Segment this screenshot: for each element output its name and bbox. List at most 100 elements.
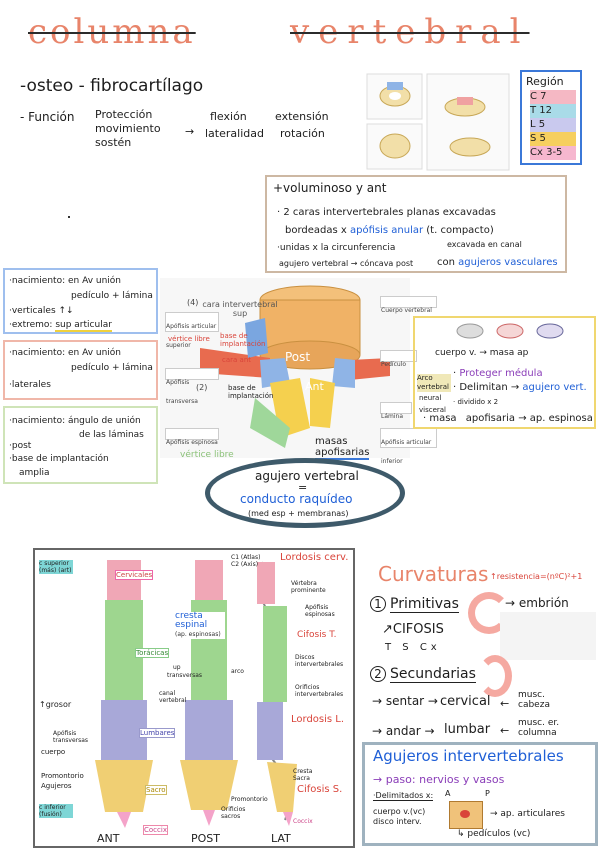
label-apof-sup: Apófisis articular superior bbox=[165, 312, 219, 349]
note-sup-l1: ·nacimiento: en Av unión bbox=[9, 276, 122, 286]
cifosis-toracica: Cifosis T. bbox=[297, 630, 337, 640]
curve-c-icon bbox=[468, 592, 510, 634]
label-masas-apofisarias: masas apofisarias bbox=[315, 436, 370, 460]
mov-flexion: flexión bbox=[210, 110, 247, 123]
ink-dot bbox=[68, 216, 70, 218]
arrow-icon: → bbox=[185, 125, 195, 138]
c-inferior-note: c inferior (fusión) bbox=[39, 804, 73, 818]
embrion-label: → embrión bbox=[505, 596, 569, 610]
agujero-sketch bbox=[449, 801, 483, 829]
conducto-raquideo: conducto raquídeo bbox=[240, 492, 353, 506]
note-esp-l1: ·nacimiento: ángulo de unión bbox=[9, 416, 141, 426]
view-lat: LAT bbox=[271, 832, 291, 845]
label-orificios-sacros: Orificios sacros bbox=[221, 806, 246, 820]
agujeros-disco: disco interv. bbox=[373, 817, 422, 826]
arco-vertebral-box: cuerpo v. → masa ap Arco vertebral neura… bbox=[413, 316, 596, 429]
label-post: Post bbox=[285, 350, 311, 364]
cuerpo-line-4b: con agujeros vasculares bbox=[437, 257, 558, 268]
region-toracica: T 12 bbox=[530, 104, 576, 118]
grosor-note: ↑grosor bbox=[39, 700, 72, 709]
cervical-label: cervical bbox=[440, 694, 491, 709]
arco-masa: · masa apofisaria → ap. espinosa bbox=[423, 413, 593, 424]
lordosis-lumbar: Lordosis L. bbox=[291, 714, 345, 725]
label-axis: C2 (Axis) bbox=[231, 561, 259, 568]
vertebra-icons bbox=[455, 320, 575, 346]
cuerpo-line-3: ·unidas x la circunferencia bbox=[277, 243, 396, 253]
agujero-vertebral: agujero vertebral bbox=[255, 469, 359, 483]
cuerpo-line-1: · 2 caras intervertebrales planas excava… bbox=[277, 207, 496, 218]
region-cervical: C 7 bbox=[530, 90, 576, 104]
agujeros-paso: → paso: nervios y vasos bbox=[373, 773, 505, 786]
musc-columna-label: musc. er. columna bbox=[518, 718, 560, 738]
note-apofisis-superior: ·nacimiento: en Av unión pedículo + lámi… bbox=[3, 268, 158, 334]
andar-label: → andar → bbox=[372, 724, 435, 738]
label-vertebra-prominente: Vértebra prominente bbox=[291, 580, 326, 594]
label-apof-transversa: Apófisis transversa bbox=[165, 368, 219, 405]
arco-cuerpo-masa: cuerpo v. → masa ap bbox=[435, 348, 529, 358]
region-label-toracicas: Torácicas bbox=[135, 648, 170, 658]
label-discos: Discos intervertebrales bbox=[295, 654, 344, 668]
label-apof-inferior: Apófisis articular inferior bbox=[380, 428, 437, 465]
cuerpo-title: +voluminoso y ant bbox=[273, 181, 387, 195]
cuerpo-line-2: bordeadas x apófisis anular (t. compacto… bbox=[285, 225, 494, 236]
primitivas-label: Primitivas bbox=[390, 596, 459, 613]
label-cara-ant: cara ant bbox=[222, 356, 252, 364]
title-word-2: vertebral bbox=[290, 12, 530, 52]
note-esp-l3: ·post bbox=[9, 441, 32, 451]
region-lumbar: L 5 bbox=[530, 118, 576, 132]
curvaturas-title: Curvaturas bbox=[378, 562, 489, 586]
mov-rotacion: rotación bbox=[280, 127, 325, 140]
arco-visceral: visceral bbox=[419, 406, 447, 414]
note-sup-l4: ·extremo: sup articular bbox=[9, 320, 112, 332]
region-label-lumbares: Lumbares bbox=[139, 728, 176, 738]
label-vertice-libre-2: vértice libre bbox=[180, 450, 234, 460]
label-atlas: C1 (Atlas) bbox=[231, 554, 261, 561]
agujeros-a: A bbox=[445, 789, 451, 798]
region-label-coccix: Coccix bbox=[143, 825, 168, 835]
label-transversas: transversas bbox=[167, 672, 203, 679]
funcion-item: movimiento bbox=[95, 122, 161, 135]
arrow-left-2: ← bbox=[500, 724, 510, 737]
label-apof-espinosas-lat: Apófisis espinosas bbox=[305, 604, 335, 618]
cifosis-label: ↗CIFOSIS bbox=[382, 622, 444, 637]
agujero-dot-icon bbox=[460, 810, 470, 818]
label-n2: (2) bbox=[196, 383, 208, 392]
conducto-sub: (med esp + membranas) bbox=[248, 509, 349, 518]
region-legend: Región C 7 T 12 L 5 S 5 Cx 3-5 bbox=[520, 70, 582, 165]
sentar-label: → sentar → bbox=[372, 694, 438, 708]
label-pediculo: Pedículo bbox=[380, 350, 417, 368]
title-word-1: columna bbox=[28, 12, 196, 52]
mov-extension: extensión bbox=[275, 110, 329, 123]
note-apofisis-transversa: ·nacimiento: en Av unión pedículo + lámi… bbox=[3, 340, 158, 400]
num-2: 2 bbox=[370, 666, 386, 682]
spine-figure: Cervicales Torácicas Lumbares Sacro Cocc… bbox=[33, 548, 355, 848]
funcion-item: sostén bbox=[95, 136, 132, 149]
label-base-implantacion: base de implantación bbox=[228, 384, 274, 400]
cifosis-sacra: Cifosis S. bbox=[297, 784, 343, 795]
funcion-item: Protección bbox=[95, 108, 153, 121]
label-base-implantacion-top: base de implantación bbox=[220, 332, 266, 348]
label-coccix-lat: Coccix bbox=[293, 818, 313, 825]
agujeros-cuerpo: cuerpo v.(vc) bbox=[373, 807, 426, 816]
note-esp-l4: ·base de implantación bbox=[9, 454, 109, 464]
note-trans-l1: ·nacimiento: en Av unión bbox=[9, 348, 122, 358]
funciones-list: Protección movimiento sostén bbox=[95, 108, 161, 150]
cuerpo-vertebral-box: +voluminoso y ant · 2 caras intervertebr… bbox=[265, 175, 567, 273]
cresta-espinal: cresta espinal (ap. espinosas) bbox=[175, 612, 225, 639]
agujeros-interv-box: Agujeros intervertebrales → paso: nervio… bbox=[362, 742, 598, 846]
region-legend-title: Región bbox=[526, 75, 564, 88]
label-canal-vertebral: canal vertebral bbox=[159, 690, 187, 704]
label-cuerpo-ant: cuerpo bbox=[41, 748, 66, 756]
label-promontorio-ant: Promontorio bbox=[41, 772, 84, 780]
label-promontorio-post: Promontorio bbox=[231, 796, 268, 803]
osteo-line: -osteo - fibrocartílago bbox=[20, 76, 204, 96]
agujeros-title: Agujeros intervertebrales bbox=[373, 747, 564, 765]
region-label-cervicales: Cervicales bbox=[115, 570, 154, 580]
arco-proteger: · Proteger médula bbox=[453, 368, 543, 379]
mov-lateralidad: lateralidad bbox=[205, 127, 264, 140]
note-trans-l3: ·laterales bbox=[9, 380, 51, 390]
label-apof-transversas: Apófisis transversas bbox=[53, 730, 89, 744]
c-superior-note: c superior (más) (art) bbox=[39, 560, 73, 574]
region-sacra: S 5 bbox=[530, 132, 576, 146]
agujeros-pediculos: ↳ pedículos (vc) bbox=[457, 829, 531, 839]
